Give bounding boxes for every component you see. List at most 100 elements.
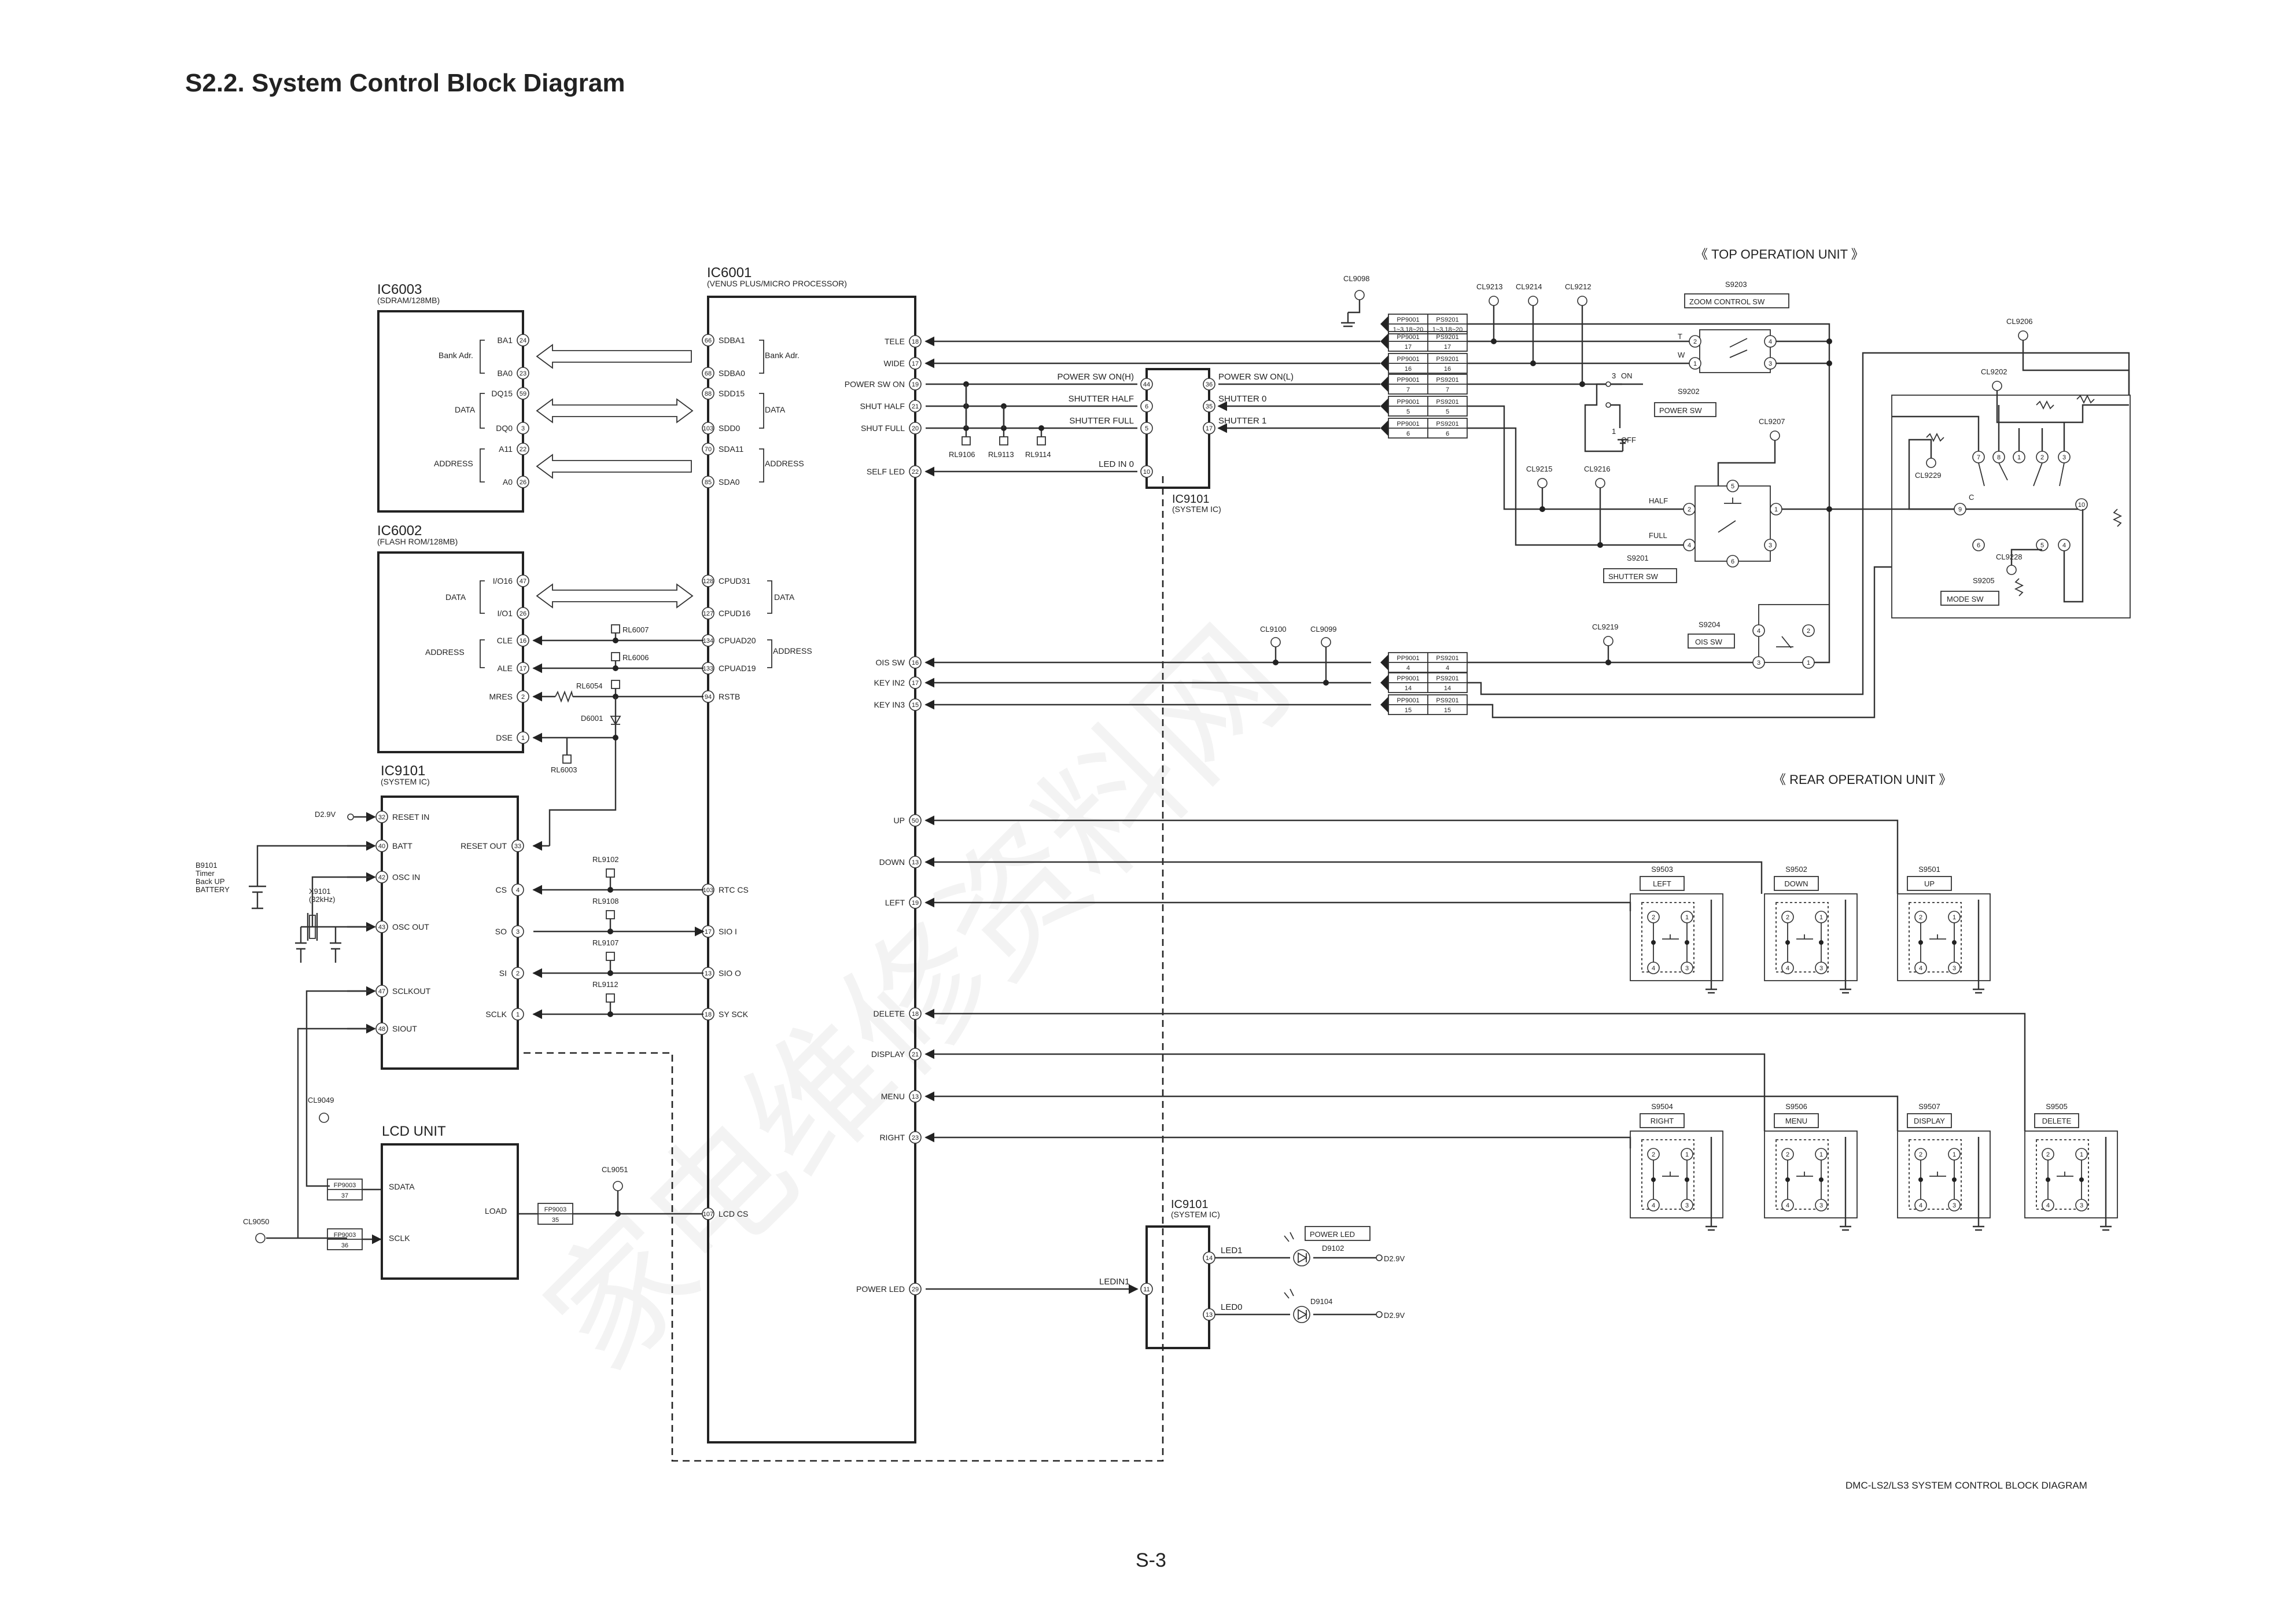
rear-switch-pin: 3 bbox=[1685, 1202, 1689, 1209]
ic6002-2-pin-circle bbox=[517, 634, 529, 647]
connector-b-ref: PS9201 bbox=[1436, 421, 1458, 428]
ic6001l-5-pin-number: 85 bbox=[705, 479, 712, 486]
rear-switch-name: S9506 bbox=[1785, 1102, 1807, 1111]
connector-a-ref: PP9001 bbox=[1397, 334, 1419, 341]
connector-a-pin: 15 bbox=[1405, 707, 1412, 714]
rear-switch-pin: 3 bbox=[2080, 1202, 2083, 1209]
connector-b-pin: 4 bbox=[1446, 665, 1449, 672]
fp9003-sdata: FP9003 37 bbox=[327, 1179, 363, 1200]
ic6001-left-pin-label: SDBA0 bbox=[719, 369, 745, 378]
cl9219-label: CL9219 bbox=[1592, 623, 1619, 631]
ic6001r-15-pin-number: 23 bbox=[912, 1135, 919, 1141]
ic6001r-9-pin-number: 50 bbox=[912, 817, 919, 824]
ic6003-pin-label: DQ0 bbox=[496, 424, 513, 433]
s9201-half: HALF bbox=[1649, 496, 1668, 505]
ic6003-block: IC6003 (SDRAM/128MB) Bank Adr. DATA ADDR… bbox=[377, 282, 529, 513]
crystal-freq: (32kHz) bbox=[309, 895, 336, 904]
ic9101r-1-pin-number: 4 bbox=[516, 887, 520, 894]
ic6001l-7-pin-number: 127 bbox=[703, 610, 713, 617]
ic9101-right-pin-label: SI bbox=[499, 968, 507, 978]
battery-name: B9101 bbox=[196, 861, 218, 870]
ic6001l-3-pin-number: 103 bbox=[703, 425, 713, 432]
ic6001r-12-pin-number: 18 bbox=[912, 1011, 919, 1018]
cl9207-label: CL9207 bbox=[1759, 417, 1785, 426]
ic6001r-16-pin-number: 29 bbox=[912, 1286, 919, 1293]
svg-text:14: 14 bbox=[1206, 1255, 1213, 1262]
ic6001l-9-pin-number: 133 bbox=[703, 665, 713, 672]
connector-a-pin: 17 bbox=[1405, 344, 1412, 351]
fp-sclk-ref: FP9003 bbox=[334, 1232, 356, 1239]
ic6001r-4-pin-number: 20 bbox=[912, 425, 919, 432]
ic6001l-4-pin-circle bbox=[702, 443, 714, 455]
led0-supply: D2.9V bbox=[1384, 1311, 1405, 1320]
ic6001-data-label: DATA bbox=[765, 405, 786, 414]
ic6001-right-pin-label: SHUT FULL bbox=[861, 424, 905, 433]
flash-control-wires: RL6007 RL6006 RL6054 D6001 RL6003 bbox=[533, 624, 703, 846]
ic9101-left-pin-label: RESET IN bbox=[392, 812, 429, 822]
ic6002-data-label: DATA bbox=[445, 592, 466, 602]
battery-line3: Back UP bbox=[196, 877, 225, 886]
ic6001r-12-pin-circle bbox=[909, 1007, 922, 1020]
ic6001-sub: (VENUS PLUS/MICRO PROCESSOR) bbox=[707, 279, 847, 288]
ic9101l-4-pin-circle bbox=[375, 985, 388, 997]
svg-text:4: 4 bbox=[1757, 628, 1760, 635]
connector-a-ref: PP9001 bbox=[1397, 356, 1419, 363]
connector-a-ref: PP9001 bbox=[1397, 377, 1419, 384]
connector-a-pin: 7 bbox=[1406, 386, 1410, 393]
ic9101-left-sub: (SYSTEM IC) bbox=[381, 777, 430, 786]
svg-text:7: 7 bbox=[1977, 454, 1980, 461]
svg-text:3: 3 bbox=[2062, 454, 2066, 461]
fp-sdata-pin: 37 bbox=[341, 1192, 348, 1199]
ic9101m-r0-pin-number: 36 bbox=[1206, 381, 1213, 388]
ic6003-box bbox=[377, 310, 524, 513]
rear-switch-pin: 4 bbox=[1786, 1202, 1789, 1209]
lcd-sclk: SCLK bbox=[389, 1233, 410, 1243]
ic6001-right-pin-label: MENU bbox=[881, 1092, 905, 1101]
connector-b-pin: 7 bbox=[1446, 386, 1449, 393]
cl9216-label: CL9216 bbox=[1584, 465, 1611, 473]
rear-switch-name: S9507 bbox=[1918, 1102, 1940, 1111]
connector-b-pin: 17 bbox=[1444, 344, 1451, 351]
ic6002-5-pin-circle bbox=[517, 731, 529, 744]
ic9101m-l0-pin-number: 44 bbox=[1143, 381, 1150, 388]
cl9228-label: CL9228 bbox=[1996, 553, 2023, 561]
svg-text:11: 11 bbox=[1143, 1286, 1150, 1293]
ic6002-pin-label: I/O16 bbox=[493, 576, 513, 585]
ic9101r-3-pin-number: 2 bbox=[516, 970, 520, 977]
rear-switch-pin: 3 bbox=[1819, 1202, 1823, 1209]
ic6002-1-pin-circle bbox=[517, 607, 529, 620]
siout-wire bbox=[266, 1028, 370, 1239]
ic9101l-1-pin-circle bbox=[375, 839, 388, 852]
ic6001l-1-pin-circle bbox=[702, 367, 714, 380]
led1-supply: D2.9V bbox=[1384, 1254, 1405, 1263]
connector-a-ref: PP9001 bbox=[1397, 421, 1419, 428]
ic6001-left-pin-label: CPUD16 bbox=[719, 609, 750, 618]
ic9101r-4-pin-number: 1 bbox=[516, 1011, 520, 1018]
s9205-c: C bbox=[1969, 493, 1974, 502]
ic6001-right-pin-label: SHUT HALF bbox=[860, 402, 905, 411]
cl9206-label: CL9206 bbox=[2006, 317, 2033, 326]
ic6003-pin-label: A11 bbox=[499, 444, 513, 454]
ic6001-right-pin-label: SELF LED bbox=[867, 467, 905, 476]
rear-switch-pin: 2 bbox=[1919, 914, 1922, 921]
ic6003-3-pin-number: 3 bbox=[521, 425, 525, 432]
s9202-power-switch: 3 ON 1 OFF S9202 POWER SW bbox=[1584, 371, 1716, 452]
ic6001l-11-pin-number: 103 bbox=[703, 887, 713, 894]
connector-b-pin: 14 bbox=[1444, 685, 1451, 692]
address-bus-arrow bbox=[536, 454, 692, 479]
ic6001r-1-pin-circle bbox=[909, 357, 922, 370]
ic9101-right-pin-label: RESET OUT bbox=[461, 841, 507, 850]
ic6001-left-pin-label: SDA0 bbox=[719, 477, 740, 487]
s9202-on: ON bbox=[1621, 371, 1633, 380]
connector-b-pin: 1~3,18~20 bbox=[1432, 326, 1463, 333]
s9204-name: S9204 bbox=[1699, 620, 1721, 629]
ic6001l-15-pin-circle bbox=[702, 1207, 714, 1220]
rl9114-label: RL9114 bbox=[1025, 450, 1051, 459]
battery-symbol bbox=[249, 845, 370, 909]
ic6003-address-label: ADDRESS bbox=[434, 459, 473, 468]
svg-text:9: 9 bbox=[1958, 506, 1962, 513]
ic6001r-6-pin-circle bbox=[909, 656, 922, 669]
